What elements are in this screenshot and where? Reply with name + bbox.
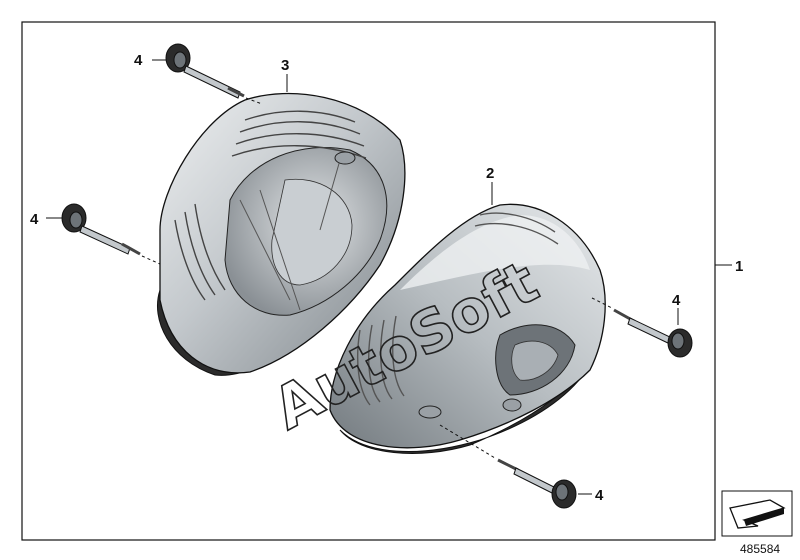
bolt-bottom — [439, 424, 577, 509]
diagram-id-number: 485584 — [740, 542, 781, 556]
callout-4-mid-left: 4 — [30, 211, 39, 228]
callout-4-top-left: 4 — [134, 52, 143, 69]
cylinder-cover-left — [156, 92, 406, 376]
diagram-frame — [21, 21, 716, 541]
callout-4-bottom: 4 — [595, 487, 604, 504]
bolt-mid-left — [61, 203, 161, 265]
callout-leaders — [46, 59, 732, 495]
callout-4-right: 4 — [672, 292, 681, 309]
callout-1: 1 — [735, 258, 743, 275]
callout-3: 3 — [281, 57, 289, 74]
bolt-right — [591, 297, 693, 358]
cylinder-cover-right — [329, 203, 606, 454]
callout-2: 2 — [486, 165, 494, 182]
bolt-top-left — [165, 43, 263, 105]
catalog-arrow-icon — [721, 490, 793, 537]
